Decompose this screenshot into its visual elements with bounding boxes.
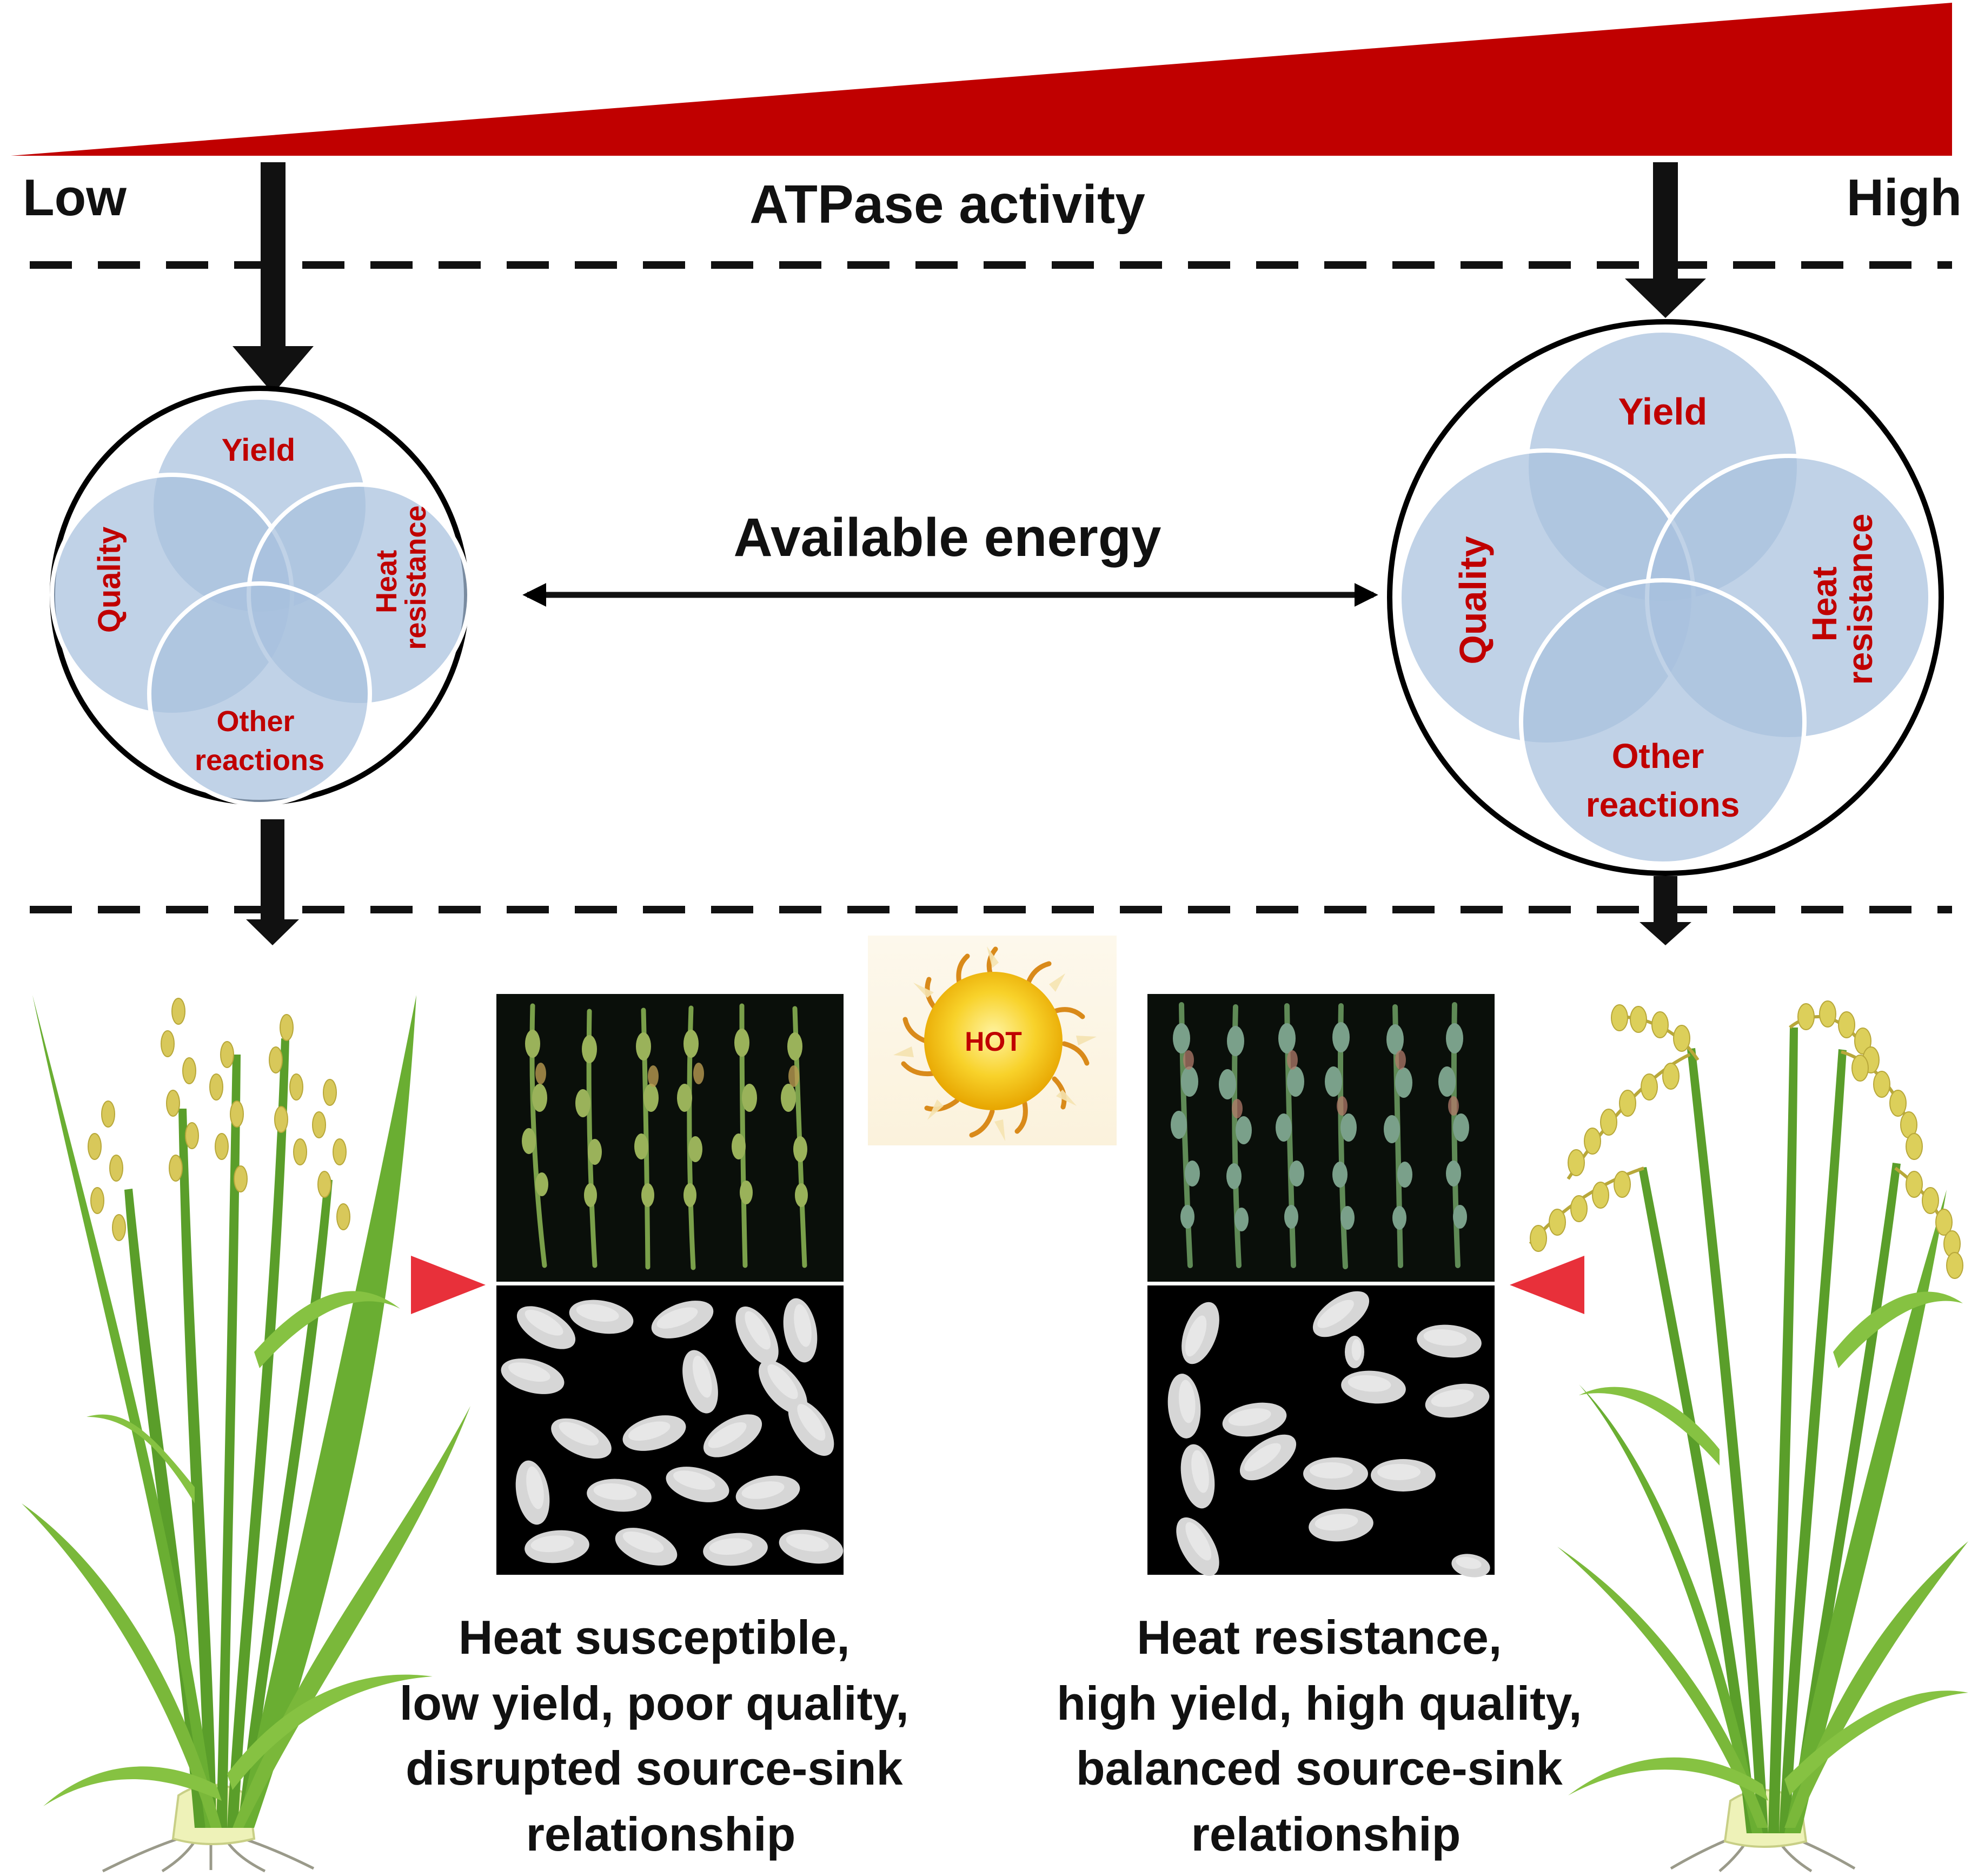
outcome-high-line4: relationship bbox=[1191, 1807, 1461, 1861]
venn-low-quality: Quality bbox=[92, 527, 127, 633]
venn-high-other-line2: reactions bbox=[1586, 785, 1740, 824]
arrow-venn-left-to-plant bbox=[246, 819, 299, 945]
pointer-triangle-low bbox=[411, 1256, 486, 1314]
pointer-triangle-high bbox=[1510, 1256, 1584, 1314]
hot-sun-icon: HOT bbox=[868, 936, 1117, 1145]
venn-high-heat-line1: Heat bbox=[1805, 567, 1844, 642]
venn-high-heat-resistance: Heat resistance bbox=[1805, 514, 1880, 685]
outcome-low-line2: low yield, poor quality, bbox=[400, 1676, 909, 1730]
arrow-low-to-venn bbox=[233, 162, 314, 394]
rice-plant-high bbox=[1529, 1000, 1968, 1873]
venn-high-other-reactions: Other reactions bbox=[1586, 737, 1740, 824]
panicle-photo-low bbox=[496, 994, 844, 1282]
low-label: Low bbox=[23, 169, 127, 227]
outcome-high-line3: balanced source-sink bbox=[1076, 1741, 1563, 1795]
photo-divider-high bbox=[1147, 1282, 1495, 1285]
available-energy-label: Available energy bbox=[733, 507, 1161, 568]
venn-low-other-line1: Other bbox=[216, 705, 294, 738]
grain-photo-high bbox=[1147, 1282, 1495, 1583]
outcome-high-line2: high yield, high quality, bbox=[1057, 1676, 1582, 1730]
venn-low-other-reactions: Other reactions bbox=[195, 705, 324, 777]
arrow-venn-right-to-plant bbox=[1640, 876, 1691, 945]
venn-low-heat-line2: resistance bbox=[400, 505, 432, 649]
high-label: High bbox=[1847, 169, 1962, 227]
venn-low-heat-resistance: Heat resistance bbox=[370, 505, 432, 649]
outcome-low-line3: disrupted source-sink bbox=[406, 1741, 903, 1795]
photo-divider-low bbox=[496, 1282, 844, 1285]
outcome-low-line1: Heat susceptible, bbox=[459, 1610, 850, 1664]
venn-low-heat-line1: Heat bbox=[370, 550, 403, 613]
arrow-high-to-venn bbox=[1625, 162, 1706, 318]
outcome-low-text: Heat susceptible, low yield, poor qualit… bbox=[400, 1610, 922, 1861]
venn-high-yield: Yield bbox=[1618, 390, 1708, 433]
atpase-gradient-wedge bbox=[11, 3, 1952, 156]
venn-low-yield: Yield bbox=[222, 433, 295, 468]
outcome-high-line1: Heat resistance, bbox=[1137, 1610, 1502, 1664]
grain-photo-low bbox=[496, 1285, 846, 1575]
venn-diagram-low: Yield Quality Heat resistance Other reac… bbox=[50, 386, 472, 806]
panicle-photo-high bbox=[1147, 994, 1495, 1282]
outcome-low-line4: relationship bbox=[526, 1807, 796, 1861]
venn-low-other-line2: reactions bbox=[195, 744, 324, 777]
outcome-high-text: Heat resistance, high yield, high qualit… bbox=[1057, 1610, 1595, 1861]
venn-high-quality: Quality bbox=[1452, 536, 1494, 664]
hot-label: HOT bbox=[965, 1026, 1022, 1057]
rice-plant-low bbox=[22, 995, 470, 1873]
venn-high-heat-line2: resistance bbox=[1841, 514, 1880, 685]
atpase-title: ATPase activity bbox=[749, 174, 1145, 235]
venn-high-other-line1: Other bbox=[1612, 737, 1704, 775]
venn-diagram-high: Yield Quality Heat resistance Other reac… bbox=[1387, 319, 1944, 876]
